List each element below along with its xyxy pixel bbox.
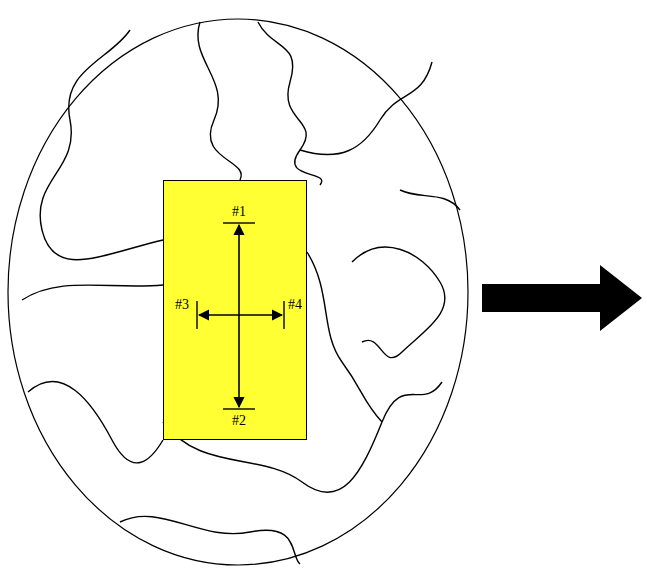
double-arrow bbox=[238, 225, 240, 407]
gauge-bar bbox=[196, 301, 197, 329]
gauge-number: #2 bbox=[232, 413, 246, 429]
gauge-number: #4 bbox=[288, 297, 302, 313]
gauge-bar bbox=[223, 222, 255, 223]
specimen-box: #1 #2 #3 #4 bbox=[163, 180, 307, 440]
direction-arrow bbox=[482, 265, 642, 331]
double-arrow bbox=[199, 314, 282, 316]
gauge-number: #1 bbox=[232, 204, 246, 220]
specimen-outline bbox=[8, 19, 468, 565]
gauge-bar bbox=[223, 408, 255, 409]
grain-boundaries bbox=[22, 22, 460, 564]
gauge-number: #3 bbox=[175, 297, 189, 313]
gauge-bar bbox=[283, 301, 284, 329]
